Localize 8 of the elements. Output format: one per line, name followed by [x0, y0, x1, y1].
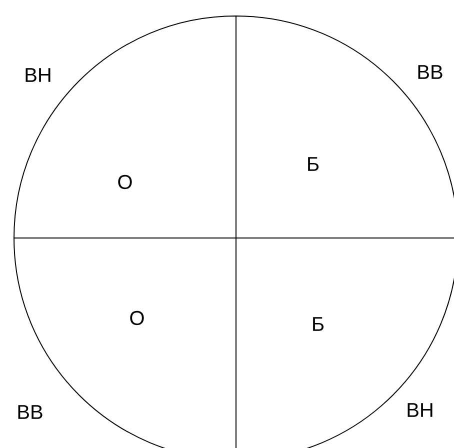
label: ВВ	[418, 65, 442, 79]
label: О	[118, 174, 132, 190]
label: Б	[313, 317, 324, 331]
label: ВН	[26, 68, 50, 82]
label: ВВ	[18, 405, 42, 419]
label: ВН	[408, 403, 432, 417]
label: Б	[308, 157, 319, 171]
label: О	[130, 310, 144, 326]
